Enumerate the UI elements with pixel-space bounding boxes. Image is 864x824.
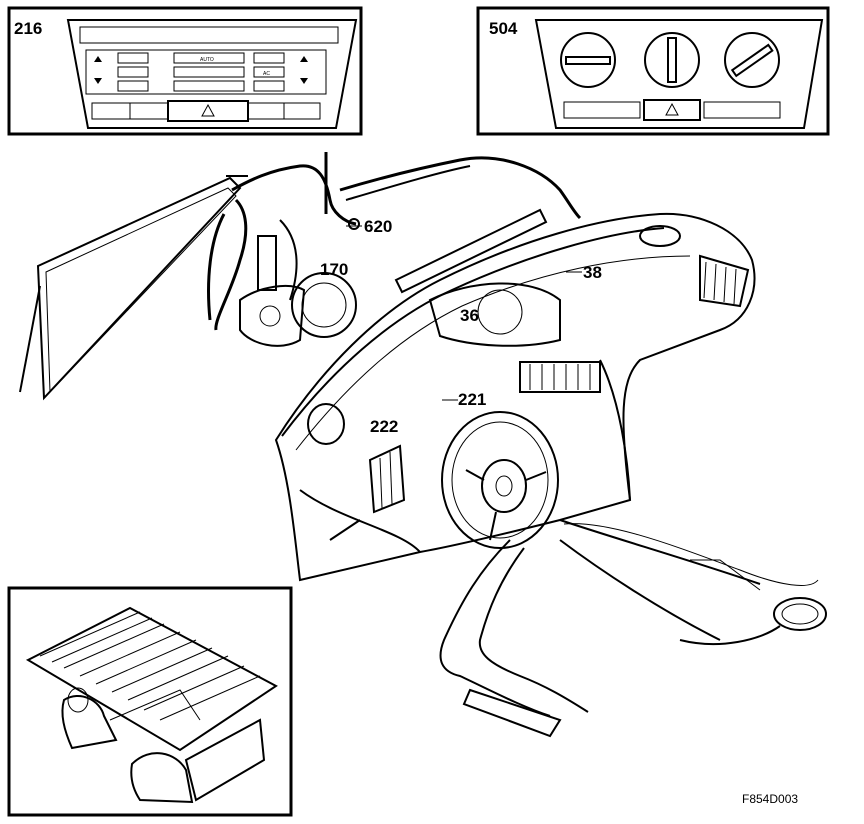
refrigerant-lines — [207, 152, 582, 331]
inset-floor-view — [7, 586, 293, 817]
inset-216-climate-panel: 216 AUTO AC — [7, 6, 363, 136]
ac-button-label: AC — [263, 71, 270, 77]
steering-wheel — [441, 411, 559, 549]
inset-504-manual-panel: 504 — [476, 6, 830, 136]
auto-button-label: AUTO — [200, 57, 214, 63]
figure-code: F854D003 — [742, 792, 798, 806]
inset-216-label: 216 — [14, 19, 42, 38]
callout-620: 620 — [364, 217, 392, 236]
condenser — [19, 175, 248, 401]
callouts: 620 170 38 36 221 222 — [320, 217, 602, 436]
dashboard — [274, 208, 756, 582]
floor-air-ducts — [439, 519, 827, 738]
callout-221: 221 — [458, 390, 486, 409]
callout-38: 38 — [583, 263, 602, 282]
callout-170: 170 — [320, 260, 348, 279]
inset-504-label: 504 — [489, 19, 518, 38]
callout-222: 222 — [370, 417, 398, 436]
compressor-unit — [239, 272, 357, 347]
callout-36: 36 — [460, 306, 479, 325]
